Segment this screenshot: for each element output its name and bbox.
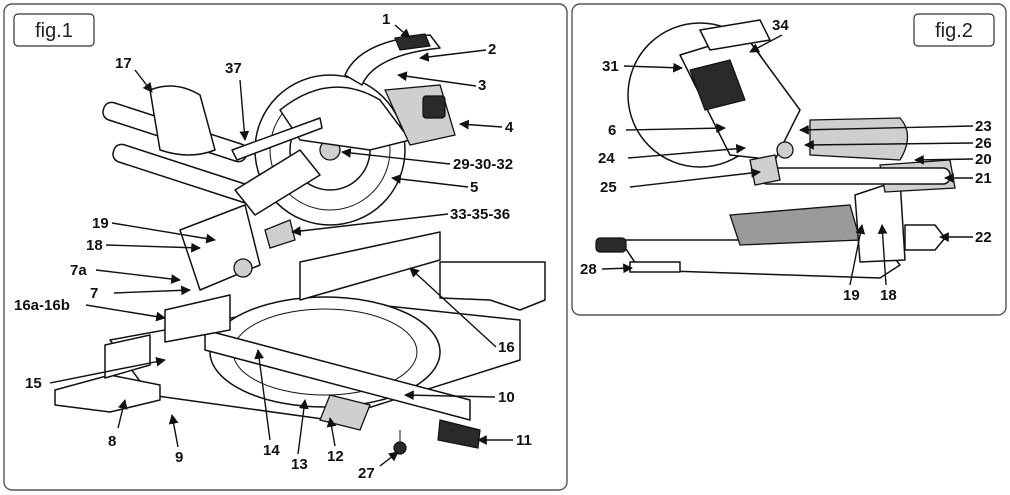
label-10: 10 — [498, 389, 515, 406]
label-18-fig2: 18 — [880, 287, 897, 304]
fig1-panel: fig.1 — [3, 3, 568, 491]
label-22: 22 — [975, 229, 992, 246]
label-19-fig2: 19 — [843, 287, 860, 304]
label-16: 16 — [498, 339, 515, 356]
fig1-labels: 1 2 3 4 5 7 7a 8 9 10 11 12 13 14 15 16 … — [14, 11, 532, 482]
fig2-saw-illustration — [595, 19, 956, 279]
label-8: 8 — [108, 433, 116, 450]
fig1-saw-illustration — [54, 33, 546, 455]
right-extension-bar — [439, 261, 546, 311]
label-19: 19 — [92, 215, 109, 232]
label-24: 24 — [598, 150, 615, 167]
label-31: 31 — [602, 58, 619, 75]
fig2-tag-box — [913, 13, 995, 47]
right-fence — [299, 231, 441, 301]
head-arm — [234, 149, 321, 216]
label-4: 4 — [505, 119, 514, 136]
label-9: 9 — [175, 449, 183, 466]
label-5: 5 — [470, 179, 478, 196]
fig1-leaders — [49, 24, 513, 467]
label-2: 2 — [488, 41, 496, 58]
label-26: 26 — [975, 135, 992, 152]
label-16a-16b: 16a-16b — [14, 297, 70, 314]
rear-knob — [595, 237, 627, 253]
blade-wrench — [231, 117, 323, 161]
extension-rail — [204, 329, 471, 421]
fig2-panel: fig.2 6 18 19 20 — [571, 3, 1007, 316]
handle-side — [699, 19, 771, 51]
left-fence — [164, 294, 231, 343]
fig1-tag: fig.1 — [35, 20, 73, 42]
label-14: 14 — [263, 442, 280, 459]
label-34: 34 — [772, 17, 789, 34]
pivot-bolt — [776, 141, 794, 159]
fig2-labels: 6 18 19 20 21 22 23 24 25 26 28 31 34 — [580, 17, 992, 304]
motor-side — [689, 59, 746, 111]
dust-bag-side — [809, 117, 909, 161]
depth-stop — [264, 219, 296, 249]
foot-27 — [393, 441, 407, 455]
fig2-tag: fig.2 — [935, 20, 973, 42]
upper-guard — [279, 86, 411, 151]
label-33-35-36: 33-35-36 — [450, 206, 510, 223]
pivot-column — [854, 179, 906, 263]
label-11: 11 — [516, 432, 532, 449]
dust-bag — [149, 85, 216, 156]
battery-box — [422, 95, 446, 119]
label-6: 6 — [608, 122, 616, 139]
rear-foot-28 — [629, 261, 681, 273]
label-17: 17 — [115, 55, 132, 72]
label-15: 15 — [25, 375, 42, 392]
label-25: 25 — [600, 179, 617, 196]
label-7: 7 — [90, 285, 98, 302]
front-handle-knob — [437, 419, 481, 449]
label-28: 28 — [580, 261, 597, 278]
label-23: 23 — [975, 118, 992, 135]
label-13: 13 — [291, 456, 308, 473]
bevel-knob — [233, 258, 253, 278]
label-27: 27 — [358, 465, 375, 482]
label-29-30-32: 29-30-32 — [453, 156, 513, 173]
label-20: 20 — [975, 151, 992, 168]
fig1-tag-box — [13, 13, 95, 47]
left-fence-support — [104, 334, 151, 379]
label-37: 37 — [225, 60, 242, 77]
label-3: 3 — [478, 77, 486, 94]
rail-side — [759, 167, 951, 185]
lock-pin — [749, 154, 781, 186]
label-21: 21 — [975, 170, 992, 187]
label-12: 12 — [327, 448, 344, 465]
label-1: 1 — [382, 11, 390, 28]
label-7a: 7a — [70, 262, 87, 279]
label-18: 18 — [86, 237, 103, 254]
front-handle-side — [904, 224, 946, 251]
fig2-leaders — [601, 34, 974, 286]
